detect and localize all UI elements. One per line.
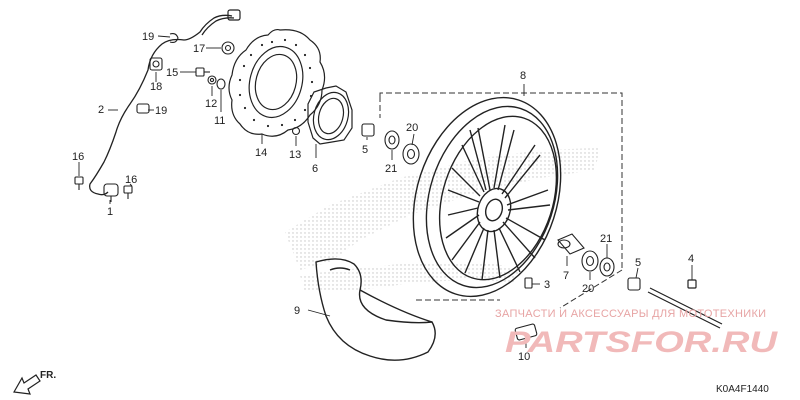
part-label-2: 2 bbox=[98, 104, 104, 116]
bearing-upper bbox=[402, 143, 420, 165]
tire-valve bbox=[524, 277, 533, 289]
part-label-19-upper: 19 bbox=[142, 31, 154, 43]
front-direction-indicator: FR. bbox=[13, 370, 56, 395]
direction-label: FR. bbox=[40, 370, 56, 381]
part-label-15: 15 bbox=[166, 67, 178, 79]
part-label-5-upper: 5 bbox=[362, 144, 368, 156]
part-label-6: 6 bbox=[312, 163, 318, 175]
part-label-18: 18 bbox=[150, 81, 162, 93]
side-collar-upper bbox=[361, 123, 375, 137]
part-label-3: 3 bbox=[544, 279, 550, 291]
watermark: ЗАПЧАСТИ И АКСЕССУАРЫ ДЛЯ МОТОТЕХНИКИ PA… bbox=[495, 308, 779, 359]
brake-disc bbox=[228, 28, 326, 137]
part-label-5-lower: 5 bbox=[635, 257, 641, 269]
wheel-assembly-box bbox=[379, 92, 623, 309]
dust-seal-lower bbox=[599, 257, 615, 277]
dust-seal-upper bbox=[384, 130, 400, 150]
part-label-10: 10 bbox=[518, 351, 530, 363]
part-label-17: 17 bbox=[193, 43, 205, 55]
distance-collar bbox=[557, 233, 585, 255]
watermark-logo: PARTSFOR.RU bbox=[505, 326, 779, 359]
sensor-connector bbox=[227, 9, 241, 21]
sensor-bolts bbox=[74, 176, 133, 199]
bearing-lower bbox=[581, 250, 599, 272]
hub-small-parts bbox=[195, 41, 301, 136]
part-label-14: 14 bbox=[255, 147, 267, 159]
speed-sensor bbox=[103, 183, 119, 202]
part-label-8: 8 bbox=[520, 70, 526, 82]
front-axle bbox=[647, 279, 723, 329]
part-label-20-upper: 20 bbox=[406, 122, 418, 134]
diagram-reference-code: K0A4F1440 bbox=[716, 384, 769, 395]
part-label-21-upper: 21 bbox=[385, 163, 397, 175]
part-label-12: 12 bbox=[205, 98, 217, 110]
part-label-20-lower: 20 bbox=[582, 283, 594, 295]
part-labels: 1 2 3 4 5 5 6 7 8 9 10 11 12 13 14 15 16… bbox=[72, 31, 694, 363]
part-label-13: 13 bbox=[289, 149, 301, 161]
pulser-ring bbox=[307, 85, 353, 145]
front-wheel-rim bbox=[412, 96, 562, 298]
direction-arrow-icon bbox=[13, 374, 41, 395]
front-fender bbox=[315, 258, 436, 361]
leader-lines bbox=[78, 35, 693, 348]
part-label-11: 11 bbox=[214, 115, 225, 127]
part-label-7: 7 bbox=[563, 270, 569, 282]
watermark-tagline: ЗАПЧАСТИ И АКСЕССУАРЫ ДЛЯ МОТОТЕХНИКИ bbox=[495, 308, 766, 320]
part-label-16-left: 16 bbox=[72, 151, 84, 163]
part-label-4: 4 bbox=[688, 253, 694, 265]
emblem bbox=[514, 323, 538, 341]
part-label-9: 9 bbox=[294, 305, 300, 317]
cable-clip-upper bbox=[169, 32, 179, 44]
side-collar-lower bbox=[627, 277, 641, 291]
part-label-1: 1 bbox=[107, 206, 113, 218]
part-label-21-lower: 21 bbox=[600, 233, 612, 245]
part-label-16-right: 16 bbox=[125, 174, 137, 186]
cable-clamp bbox=[149, 57, 163, 71]
part-label-19-lower: 19 bbox=[155, 105, 167, 117]
cable-clip-lower bbox=[136, 103, 150, 114]
